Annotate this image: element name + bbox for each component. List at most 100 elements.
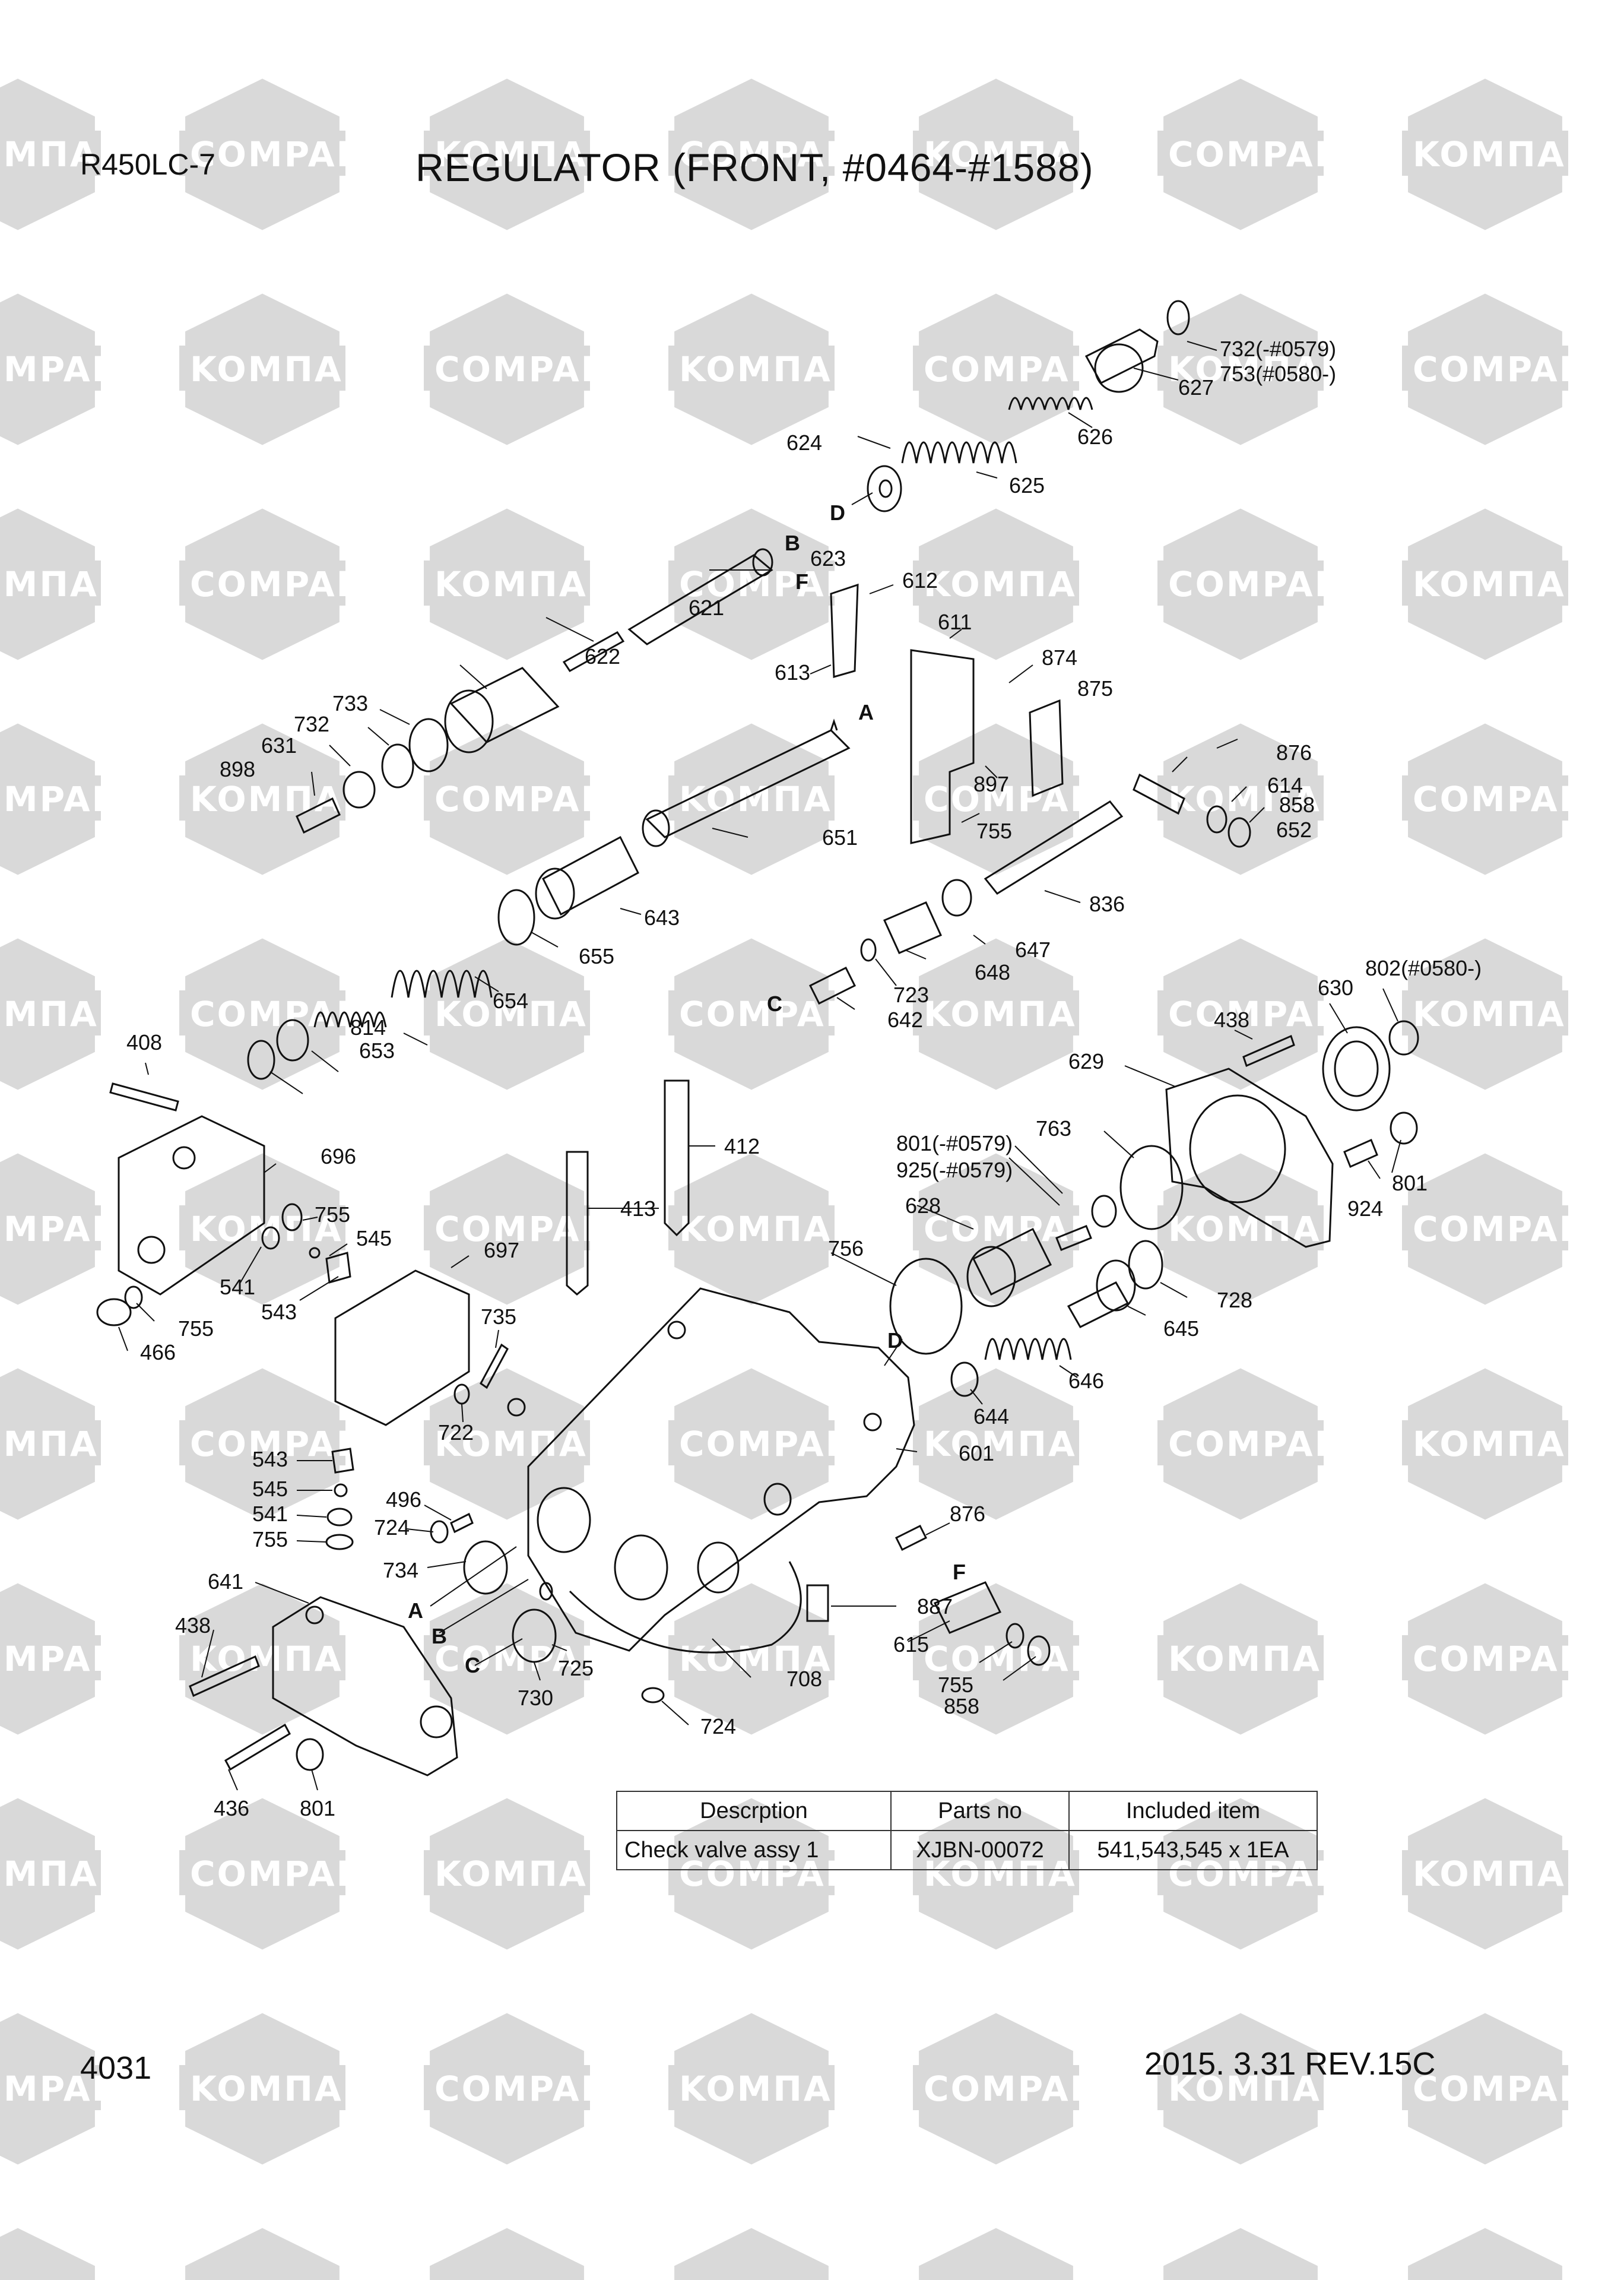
watermark-logo: COMPART	[913, 2013, 1122, 2165]
part-callout-644: 644	[973, 1404, 1009, 1429]
watermark-logo: KOMПAPT	[668, 293, 883, 445]
part-callout-466: 466	[140, 1340, 176, 1364]
watermark-logo: COMPART	[179, 78, 386, 230]
watermark-logo: COMPART	[1157, 508, 1366, 660]
watermark-text: COMPART	[434, 349, 633, 390]
watermark-logo: COMPART	[185, 2228, 340, 2280]
watermark-text: COMPART	[679, 564, 877, 604]
watermark-text: KOMПAPT	[434, 1854, 640, 1894]
part-653-seat	[276, 1019, 309, 1062]
watermark-logo: COMPART	[668, 508, 877, 660]
part-655-spring	[391, 970, 493, 998]
watermark-logo: KOMПAPT	[1408, 2228, 1562, 2280]
part-654-spring	[313, 1011, 387, 1028]
part-callout-723: 723	[893, 983, 929, 1007]
part-627-piston	[1084, 300, 1190, 393]
watermark-text: KOMПAPT	[434, 564, 640, 604]
part-callout-874: 874	[1042, 645, 1077, 670]
part-callout-755: 755	[178, 1316, 214, 1341]
part-callout-624: 624	[786, 430, 822, 455]
part-callout-652: 652	[1276, 818, 1312, 842]
part-callout-724: 724	[700, 1714, 736, 1738]
table-row: Check valve assy 1 XJBN-00072 541,543,54…	[616, 1830, 1318, 1870]
watermark-text: KOMПAPT	[190, 349, 395, 390]
cell-description: Check valve assy 1	[616, 1830, 892, 1870]
watermark-text: KOMПAPT	[190, 1209, 395, 1249]
watermark-text: COMPART	[0, 2069, 144, 2109]
watermark-logo: KOMПAPT	[668, 1583, 883, 1735]
watermark-logo: COMPART	[0, 723, 142, 875]
part-466-plug	[96, 1298, 132, 1326]
watermark-text: COMPART	[0, 349, 144, 390]
part-callout-543: 543	[252, 1447, 288, 1471]
watermark-text: COMPART	[1413, 779, 1611, 819]
part-callout-648: 648	[975, 960, 1010, 984]
watermark-logo: KOMПAPT	[179, 2013, 394, 2165]
part-601-housing	[507, 1287, 915, 1652]
watermark-text: COMPART	[924, 2069, 1122, 2109]
watermark-text: COMPART	[1168, 564, 1366, 604]
watermark-text: COMPART	[190, 1424, 388, 1464]
part-callout-858: 858	[1279, 793, 1315, 817]
section-marker-b: B	[785, 531, 800, 555]
part-626-spring	[1008, 397, 1093, 410]
watermark-logo: COMPART	[0, 1153, 144, 1305]
watermark-text: KOMПAPT	[190, 1639, 395, 1679]
watermark-logo: KOMПAPT	[1157, 1583, 1372, 1735]
part-callout-627: 627	[1178, 375, 1214, 400]
watermark-logo: KOMПAPT	[1402, 78, 1618, 230]
part-callout-730: 730	[518, 1686, 553, 1710]
part-613-lever	[1029, 699, 1064, 797]
part-callout-925-0579: 925(-#0579)	[896, 1158, 1013, 1182]
part-callout-438: 438	[1214, 1008, 1249, 1032]
watermark-logo: KOMПAPT	[179, 293, 395, 445]
part-callout-612: 612	[902, 568, 938, 593]
watermark-logo: KOMПAPT	[0, 1368, 151, 1520]
watermark-logo: KOMПAPT	[1157, 293, 1372, 445]
part-callout-631: 631	[261, 733, 297, 758]
watermark-text: KOMПAPT	[190, 779, 395, 819]
watermark-text: KOMПAPT	[1168, 1209, 1374, 1249]
part-callout-641: 641	[208, 1569, 243, 1594]
part-629-housing	[1165, 1068, 1334, 1248]
part-734-730-rings	[430, 1520, 557, 1663]
part-924-screw	[1343, 1138, 1378, 1168]
watermark-logo: KOMПAPT	[424, 78, 638, 230]
watermark-logo: KOMПAPT	[179, 1583, 395, 1735]
watermark-text: KOMПAPT	[924, 994, 1129, 1034]
part-438-bolt	[1242, 1034, 1295, 1068]
watermark-logo: COMPART	[913, 723, 1120, 875]
part-887-pin	[806, 1584, 829, 1622]
part-630-cover	[1322, 1026, 1391, 1112]
watermark-text: COMPART	[434, 1639, 633, 1679]
watermark-logo: COMPART	[179, 1368, 388, 1520]
part-735-pin	[480, 1343, 509, 1389]
watermark-logo: KOMПAPT	[1402, 938, 1616, 1090]
watermark-logo: KOMПAPT	[179, 1153, 395, 1305]
part-836-ring	[497, 889, 535, 946]
part-652-spool	[642, 718, 851, 847]
part-541-755-rings	[124, 1203, 303, 1309]
part-callout-643: 643	[644, 905, 680, 930]
part-callout-802-0580: 802(#0580-)	[1365, 956, 1482, 980]
watermark-logo: KOMПAPT	[913, 508, 1127, 660]
part-708-gasket	[569, 1561, 802, 1654]
part-callout-696: 696	[321, 1144, 356, 1168]
watermark-text: KOMПAPT	[0, 1424, 151, 1464]
watermark-text: COMPART	[1413, 2069, 1611, 2109]
section-marker-f: F	[795, 569, 808, 594]
section-marker-c: C	[465, 1653, 480, 1677]
watermark-text: KOMПAPT	[924, 1424, 1129, 1464]
watermark-logo: COMPART	[1402, 723, 1611, 875]
watermark-text: KOMПAPT	[1413, 134, 1618, 175]
part-callout-756: 756	[828, 1236, 864, 1261]
watermark-text: KOMПAPT	[679, 1209, 884, 1249]
part-545-543-valve	[309, 1247, 354, 1550]
watermark-text: COMPART	[0, 1209, 144, 1249]
cell-parts-no: XJBN-00072	[890, 1830, 1070, 1870]
part-callout-801: 801	[1392, 1171, 1428, 1195]
part-callout-725: 725	[558, 1656, 594, 1680]
watermark-logo: COMPART	[913, 293, 1120, 445]
part-callout-626: 626	[1077, 425, 1113, 449]
